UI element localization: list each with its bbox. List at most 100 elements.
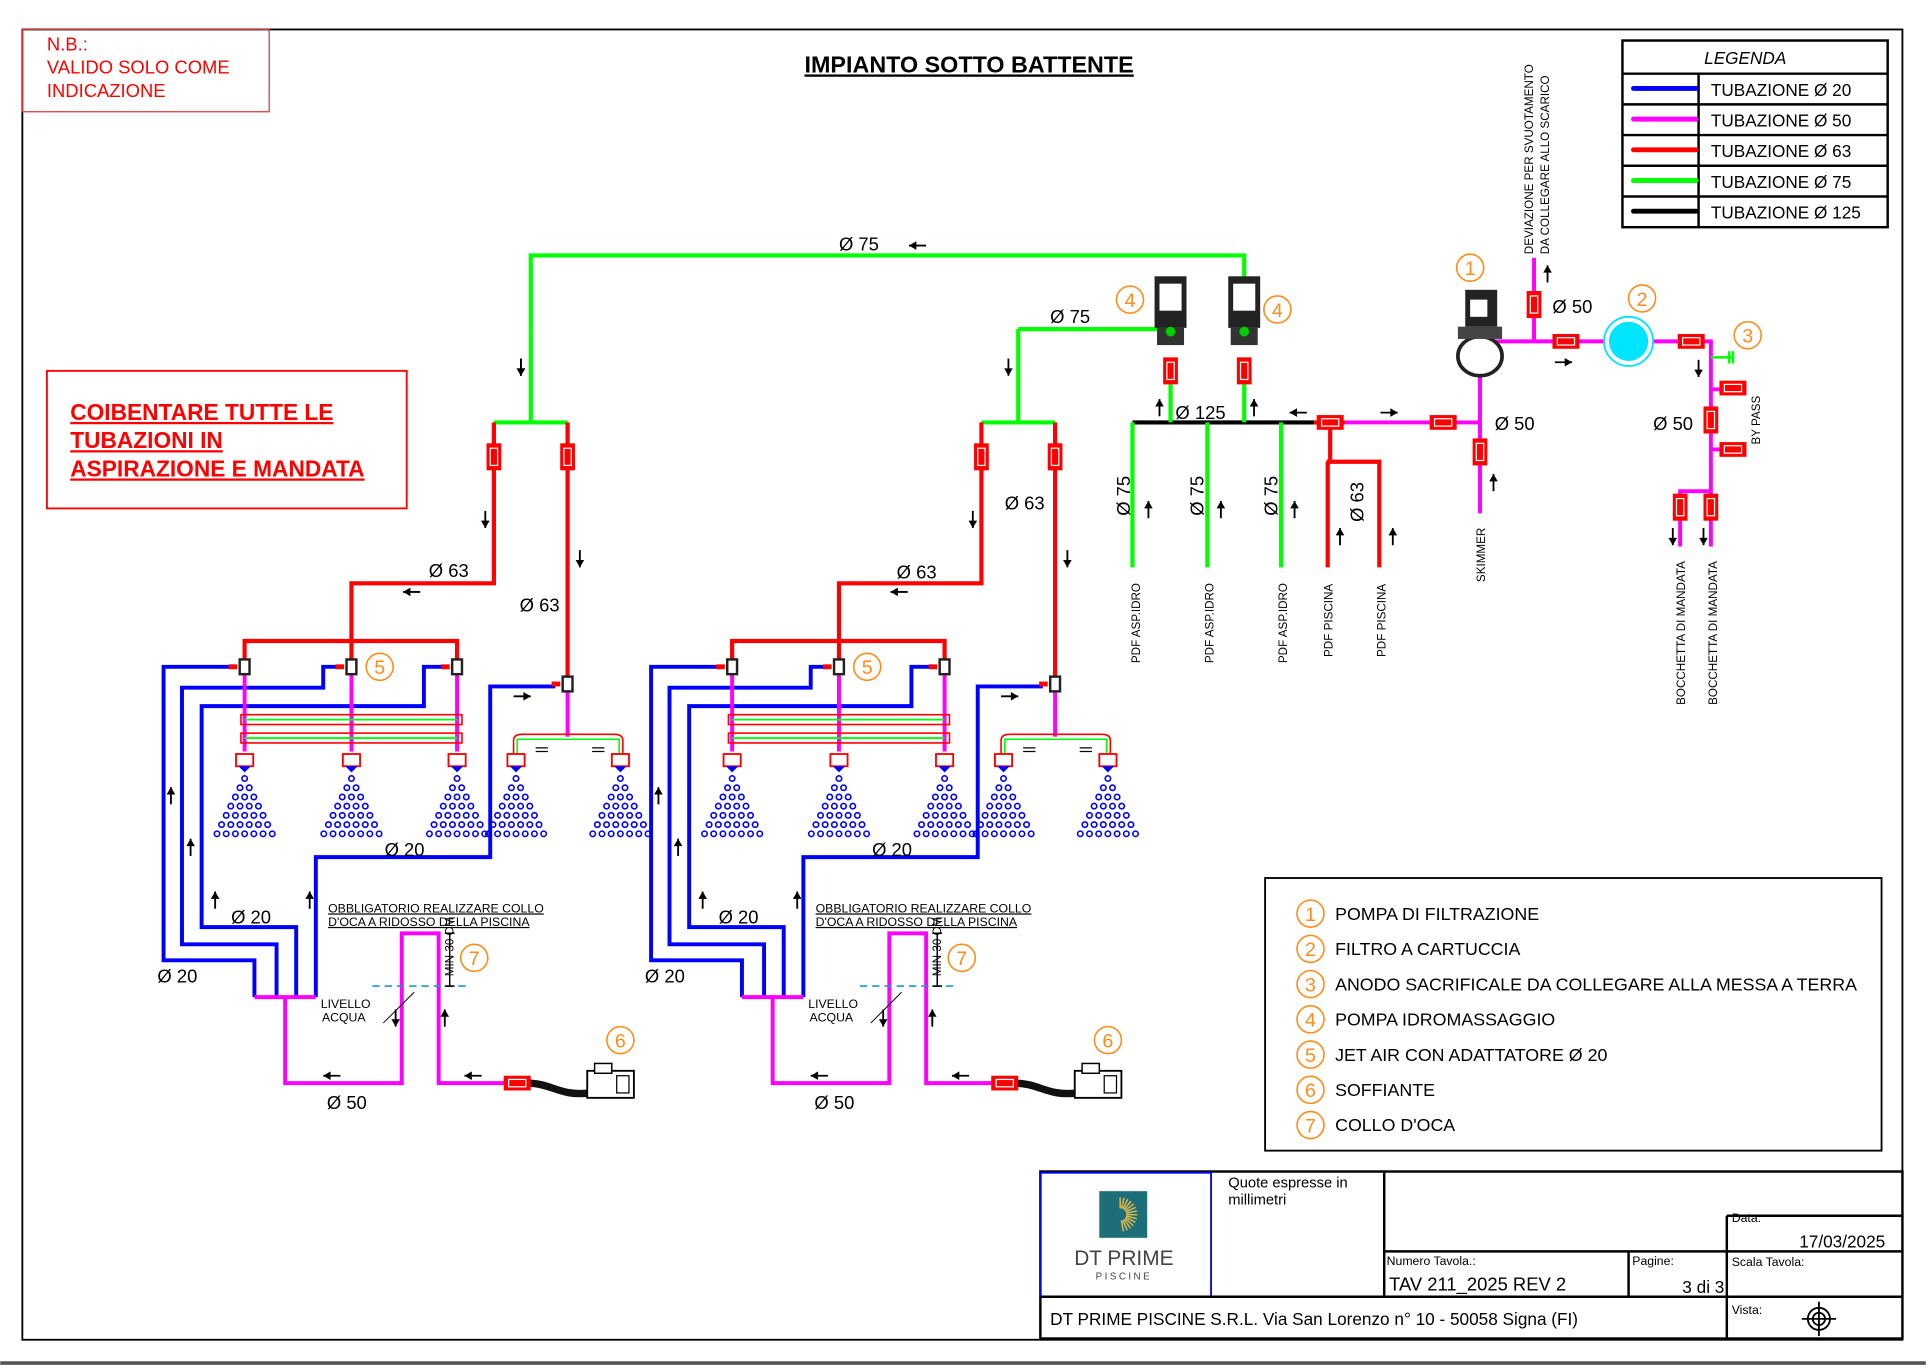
svg-text:1: 1: [1305, 904, 1316, 926]
svg-text:Numero Tavola.:: Numero Tavola.:: [1387, 1254, 1476, 1268]
svg-text:5: 5: [374, 657, 385, 679]
svg-text:PDF ASP.IDRO: PDF ASP.IDRO: [1277, 583, 1290, 663]
svg-text:Ø 63: Ø 63: [520, 595, 560, 616]
flow-arrow-icon: [575, 550, 585, 568]
callout-badge-1: 1: [1296, 899, 1325, 928]
flow-arrow-icon: [1004, 358, 1013, 376]
svg-text:LIVELLO: LIVELLO: [321, 997, 371, 1011]
valve-icon: [486, 443, 502, 471]
flow-arrow-icon: [1380, 408, 1398, 417]
callout-badge-5: 5: [852, 652, 882, 682]
drawing-frame: [21, 28, 1904, 1341]
valve-icon: [503, 1075, 531, 1091]
flow-arrow-icon: [166, 787, 176, 805]
svg-text:DT PRIME PISCINE S.R.L. Via Sa: DT PRIME PISCINE S.R.L. Via San Lorenzo …: [1050, 1309, 1578, 1329]
flow-arrow-icon: [928, 1009, 937, 1027]
jet-air-icon: [441, 658, 464, 676]
svg-text:ACQUA: ACQUA: [322, 1011, 366, 1025]
svg-text:Ø 63: Ø 63: [1005, 493, 1045, 514]
spray-icon: [213, 775, 276, 838]
callout-badge-3: 3: [1733, 320, 1763, 350]
flow-arrow-icon: [1155, 399, 1164, 417]
svg-text:MIN 30 CM: MIN 30 CM: [931, 917, 944, 976]
svg-text:COIBENTARE TUTTE LE: COIBENTARE TUTTE LE: [70, 399, 333, 425]
jet-section: MIN 30 CM OBBLIGATORIO REALIZZARE COLLO …: [157, 329, 652, 1113]
svg-text:DT PRIME: DT PRIME: [1074, 1247, 1173, 1270]
callout-badge-7: 7: [947, 943, 977, 973]
flow-arrow-icon: [481, 510, 490, 529]
callout-badge-4: 4: [1296, 1005, 1325, 1034]
valve-icon: [560, 443, 575, 471]
svg-text:4: 4: [1305, 1010, 1316, 1032]
svg-text:7: 7: [1305, 1115, 1316, 1137]
callout-badge-4: 4: [1263, 295, 1292, 324]
spray-icon: [972, 775, 1035, 838]
svg-text:Ø 20: Ø 20: [719, 906, 759, 927]
nozzle-icon: [447, 753, 467, 773]
whirlpool-pump-icon: [1154, 276, 1187, 346]
svg-text:Ø 50: Ø 50: [1653, 413, 1693, 434]
svg-text:Ø 20: Ø 20: [231, 906, 271, 927]
flow-arrow-icon: [1694, 359, 1703, 377]
spray-icon: [913, 775, 976, 838]
valve-icon: [1526, 291, 1542, 319]
svg-text:TUBAZIONE Ø 20: TUBAZIONE Ø 20: [1711, 80, 1851, 100]
svg-text:ACQUA: ACQUA: [809, 1011, 853, 1025]
svg-text:Ø 75: Ø 75: [1050, 306, 1090, 327]
callout-badge-1: 1: [1455, 253, 1485, 283]
valve-icon: [991, 1075, 1019, 1091]
spray-icon: [484, 775, 548, 838]
valve-icon: [1472, 438, 1488, 466]
flow-arrow-icon: [968, 510, 978, 529]
svg-text:LEGENDA: LEGENDA: [1704, 48, 1786, 68]
svg-text:D'OCA A RIDOSSO DELLA PISCINA: D'OCA A RIDOSSO DELLA PISCINA: [816, 915, 1018, 929]
svg-text:SKIMMER: SKIMMER: [1475, 528, 1488, 582]
svg-text:4: 4: [1125, 290, 1136, 312]
jet-air-icon: [551, 675, 574, 693]
svg-text:TUBAZIONI IN: TUBAZIONI IN: [70, 427, 223, 453]
callout-badge-6: 6: [1093, 1025, 1123, 1055]
svg-text:5: 5: [1305, 1045, 1316, 1067]
svg-text:3: 3: [1305, 974, 1316, 996]
nozzle-icon: [235, 753, 255, 773]
svg-text:3 di 3: 3 di 3: [1682, 1277, 1724, 1297]
nozzle-icon: [829, 753, 849, 773]
svg-text:OBBLIGATORIO REALIZZARE COLLO: OBBLIGATORIO REALIZZARE COLLO: [328, 901, 544, 915]
legend-item: TUBAZIONE Ø 63: [1622, 133, 1888, 166]
nozzle-icon: [341, 753, 361, 773]
svg-text:7: 7: [469, 948, 480, 970]
svg-text:2: 2: [1637, 289, 1648, 311]
svg-text:6: 6: [1102, 1030, 1113, 1052]
svg-text:BY PASS: BY PASS: [1750, 396, 1763, 445]
flow-arrow-icon: [403, 587, 421, 597]
svg-text:Vista:: Vista:: [1732, 1303, 1762, 1317]
svg-text:JET AIR CON ADATTATORE Ø 20: JET AIR CON ADATTATORE Ø 20: [1335, 1045, 1607, 1065]
flow-arrow-icon: [464, 1071, 482, 1081]
valve-icon: [1703, 406, 1719, 434]
flow-arrow-icon: [1668, 528, 1678, 546]
svg-text:millimetri: millimetri: [1228, 1193, 1286, 1209]
svg-text:Ø 50: Ø 50: [1552, 296, 1592, 317]
callout-badge-5: 5: [365, 652, 395, 682]
svg-text:Ø 50: Ø 50: [327, 1092, 367, 1113]
spray-icon: [320, 775, 383, 838]
svg-text:DEVIAZIONE PER SVUOTAMENTO: DEVIAZIONE PER SVUOTAMENTO: [1523, 64, 1536, 254]
svg-text:INDICAZIONE: INDICAZIONE: [47, 80, 166, 101]
flow-arrow-icon: [878, 1009, 888, 1027]
jet-air-icon: [928, 658, 951, 676]
svg-text:17/03/2025: 17/03/2025: [1799, 1232, 1885, 1252]
svg-text:Ø 75: Ø 75: [839, 234, 879, 255]
flow-arrow-icon: [391, 1009, 400, 1027]
svg-text:PISCINE: PISCINE: [1096, 1272, 1152, 1283]
svg-text:PDF ASP.IDRO: PDF ASP.IDRO: [1204, 583, 1217, 663]
svg-text:LIVELLO: LIVELLO: [808, 997, 858, 1011]
svg-text:Data:: Data:: [1732, 1211, 1761, 1225]
flow-arrow-icon: [513, 691, 531, 701]
logo: DT PRIME PISCINE: [1074, 1191, 1174, 1283]
svg-text:PDF ASP.IDRO: PDF ASP.IDRO: [1130, 583, 1143, 663]
projection-symbol-icon: [1801, 1301, 1837, 1337]
